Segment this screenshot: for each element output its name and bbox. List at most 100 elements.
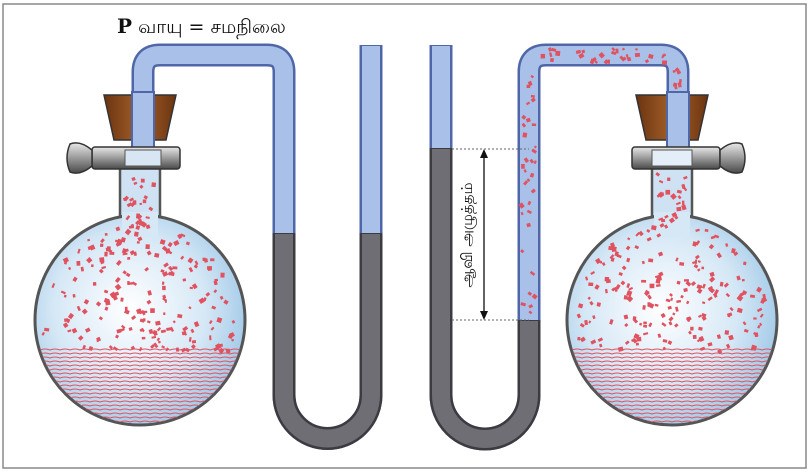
- vapor-particle: [701, 315, 707, 321]
- vapor-particle: [588, 320, 592, 324]
- vapor-particle: [131, 281, 138, 286]
- vapor-particle: [662, 339, 668, 343]
- vapor-particle: [733, 251, 739, 257]
- vapor-particle: [166, 327, 172, 331]
- vapor-particle: [672, 69, 676, 73]
- vapor-particle: [694, 254, 700, 260]
- vapor-particle: [656, 233, 662, 238]
- tube-vapor-particles: [518, 47, 686, 315]
- vapor-particle: [683, 287, 688, 293]
- vapor-particle: [743, 261, 747, 266]
- vapor-particle: [621, 56, 627, 62]
- vapor-particle: [162, 271, 169, 277]
- vapor-particle: [127, 282, 133, 285]
- vapor-particle: [120, 297, 124, 302]
- vapor-particle: [597, 337, 604, 342]
- vapor-particle: [210, 258, 215, 262]
- vapor-particle: [636, 336, 642, 342]
- vapor-particle: [723, 282, 729, 288]
- vapor-particle: [611, 245, 617, 252]
- vapor-particle: [709, 271, 715, 277]
- vapor-particle: [120, 237, 126, 243]
- vapor-particle: [710, 235, 716, 240]
- vapor-particle: [647, 302, 651, 307]
- vapor-particle: [674, 323, 679, 328]
- vapor-particle: [172, 266, 178, 270]
- vapor-particle: [540, 53, 546, 59]
- vapor-particle: [60, 290, 66, 295]
- vapor-particle: [159, 239, 166, 245]
- vapor-particle: [707, 285, 713, 290]
- vapor-particle: [144, 267, 150, 272]
- liquid-wave: [568, 388, 776, 391]
- vapor-particle: [133, 231, 139, 237]
- vapor-particle: [80, 266, 84, 272]
- vapor-particle: [98, 268, 104, 274]
- vapor-particle: [609, 319, 614, 325]
- liquid-wave: [36, 360, 244, 363]
- vapor-particle: [581, 49, 586, 54]
- liquid-wave: [36, 364, 244, 367]
- left-manometer: [131, 43, 383, 450]
- vapor-particle: [146, 320, 151, 324]
- vapor-particle: [168, 265, 174, 272]
- vapor-particle: [646, 237, 652, 242]
- vapor-particle: [683, 175, 688, 180]
- vapor-particle: [589, 300, 594, 306]
- vapor-particle: [603, 59, 609, 65]
- vapor-particle: [661, 53, 667, 58]
- vapor-particle: [670, 297, 674, 301]
- vapor-particle: [525, 117, 531, 123]
- vapor-particle: [643, 321, 647, 325]
- vapor-particle: [145, 224, 151, 230]
- vapor-particle: [659, 222, 665, 228]
- vapor-particle: [590, 271, 596, 275]
- vapor-particle: [624, 340, 630, 345]
- vapor-particle: [146, 299, 152, 305]
- vapor-particle: [651, 225, 657, 231]
- right-stopper: [635, 91, 709, 153]
- vapor-particle: [587, 296, 591, 300]
- vapor-particle: [180, 347, 187, 353]
- vapor-particle: [712, 292, 718, 299]
- vapor-particle: [579, 336, 586, 343]
- vapor-particle: [724, 330, 730, 335]
- vapor-particle: [169, 326, 175, 332]
- vapor-particle: [621, 47, 626, 51]
- vapor-particle: [657, 191, 665, 198]
- vapor-particle: [736, 294, 744, 302]
- vapor-particle: [82, 344, 87, 350]
- vapor-particle: [185, 347, 191, 353]
- vapor-particle: [671, 211, 678, 218]
- vapor-particle: [697, 260, 701, 263]
- right-stopcock[interactable]: [631, 142, 746, 174]
- vapor-particle: [642, 332, 649, 336]
- liquid-wave: [568, 360, 776, 363]
- vapor-particle: [690, 326, 694, 331]
- vapor-particle: [707, 296, 713, 302]
- liquid-wave: [36, 380, 244, 383]
- left-stopcock[interactable]: [66, 142, 181, 174]
- vapor-particle: [760, 298, 766, 304]
- vapor-particle: [41, 331, 45, 336]
- stopcock-handle-icon[interactable]: [66, 142, 93, 174]
- vapor-particle: [182, 278, 187, 282]
- vapor-particle: [122, 252, 128, 256]
- vapor-particle: [121, 248, 127, 254]
- vapor-particle: [125, 215, 131, 221]
- vapor-particle: [62, 322, 69, 329]
- vapor-particle: [551, 47, 557, 52]
- vapor-particle: [138, 310, 144, 315]
- vapor-particle: [601, 262, 606, 267]
- vapor-particle: [668, 316, 674, 322]
- vapor-particle: [756, 307, 763, 313]
- liquid-wave: [568, 384, 776, 387]
- vapor-particle: [228, 332, 235, 338]
- vapor-particle: [578, 52, 585, 59]
- vapor-particle: [205, 292, 211, 297]
- vapor-particle: [125, 272, 131, 278]
- vapor-particle: [725, 243, 729, 247]
- vapor-particle: [44, 327, 50, 332]
- vapor-particle: [150, 308, 155, 313]
- stopcock-handle-icon[interactable]: [719, 142, 746, 174]
